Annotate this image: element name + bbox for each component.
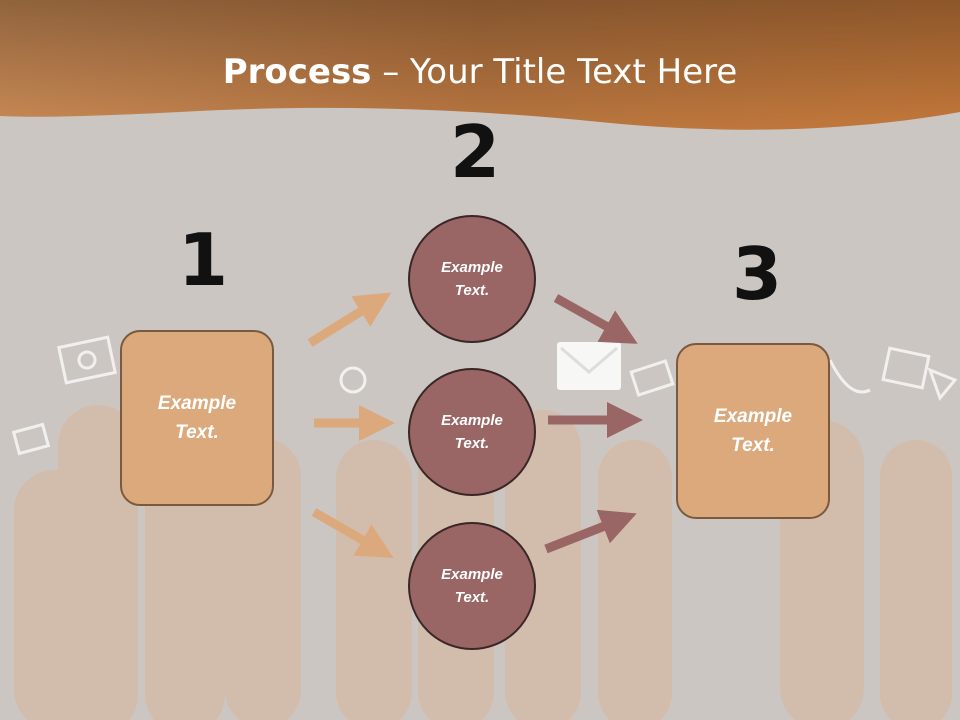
step-3-box: Example Text.	[676, 343, 830, 519]
step-1-box: Example Text.	[120, 330, 274, 506]
step-2-circle-top: Example Text.	[408, 215, 536, 343]
step-2-circle-middle: Example Text.	[408, 368, 536, 496]
slide-title: Process – Your Title Text Here	[0, 52, 960, 92]
doodle-icons	[11, 335, 958, 456]
step-number-3: 3	[732, 232, 783, 316]
step-number-1: 1	[178, 218, 229, 302]
arrow-circle-top-to-box3	[553, 294, 638, 344]
step-2-circle-bottom: Example Text.	[408, 522, 536, 650]
arrow-circle-bottom-to-box3	[544, 509, 637, 554]
envelope-icon	[557, 342, 621, 390]
title-bold: Process	[222, 52, 372, 92]
arrow-box1-to-circle-bottom	[311, 508, 394, 559]
step-number-2: 2	[450, 110, 501, 194]
title-rest: – Your Title Text Here	[371, 52, 738, 92]
arrow-box1-to-circle-top	[307, 292, 392, 347]
